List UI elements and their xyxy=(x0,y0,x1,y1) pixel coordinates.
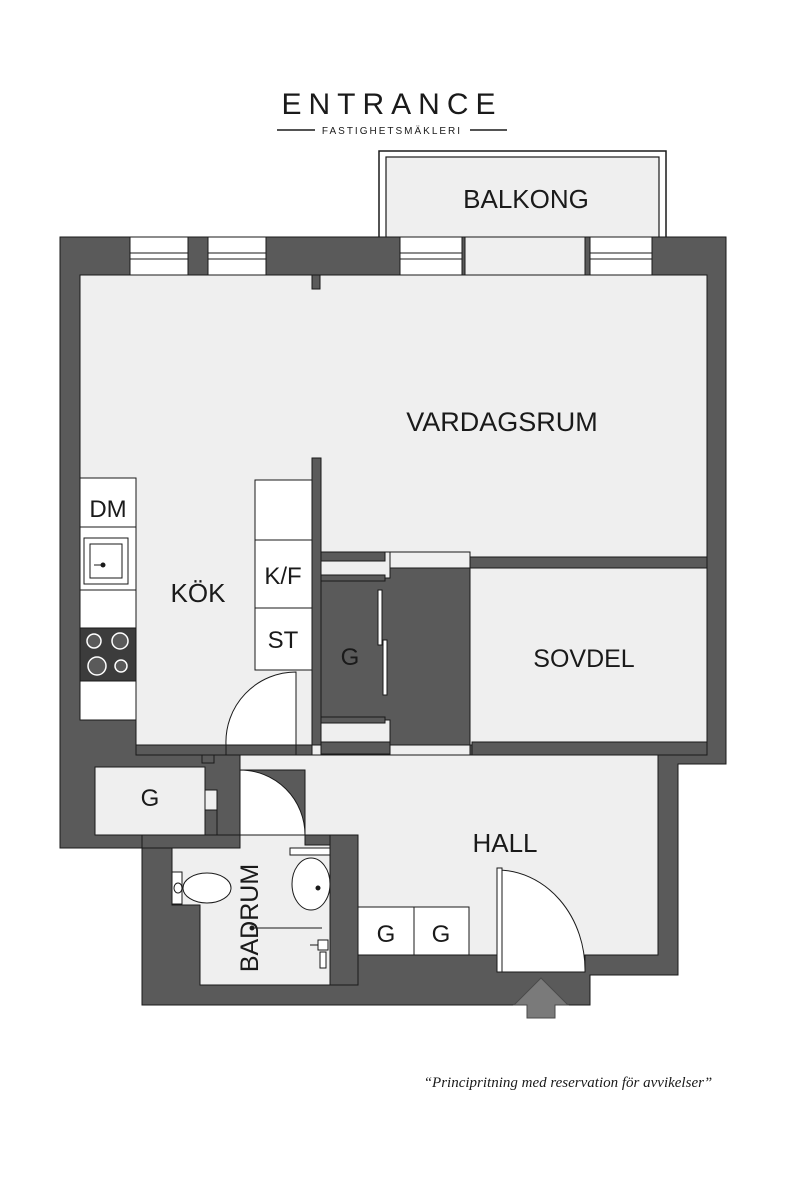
doors xyxy=(225,671,586,973)
window-4 xyxy=(589,236,653,276)
label-storage-left: G xyxy=(141,785,160,812)
toilet-icon xyxy=(171,871,232,905)
bathroom-fixtures xyxy=(171,847,331,969)
label-wardrobe: G xyxy=(341,644,360,671)
room-labels: BALKONG VARDAGSRUM KÖK SOVDEL HALL BADRU… xyxy=(89,184,634,972)
balcony xyxy=(378,150,667,240)
label-cabinet: ST xyxy=(268,627,299,654)
wall-wardrobe-top xyxy=(320,551,386,562)
wall-kitchen-bottom-right xyxy=(295,744,313,756)
label-hall-closet-1: G xyxy=(377,921,396,948)
wall-bath-left-wing xyxy=(141,834,241,849)
window-1 xyxy=(129,236,189,276)
washbasin-icon xyxy=(289,847,331,911)
entrance-arrow-icon xyxy=(512,977,570,1019)
label-fridge-freezer: K/F xyxy=(264,563,301,590)
wall-bedroom-bottom xyxy=(471,741,708,756)
label-bathroom: BADRUM xyxy=(236,864,264,972)
window-3 xyxy=(399,236,463,276)
wall-kitchen-bottom-mid xyxy=(201,754,215,764)
label-bedroom: SOVDEL xyxy=(533,645,635,673)
wall-kitchen-corridor xyxy=(311,457,322,746)
label-hall-closet-2: G xyxy=(432,921,451,948)
brand-logo: ENTRANCE FASTIGHETSMÄKLERI xyxy=(277,88,507,137)
shower-tap-icon xyxy=(310,939,329,969)
wall-bedroom-top xyxy=(469,556,708,569)
hall-closets xyxy=(357,906,470,956)
disclaimer: “Principritning med reservation för avvi… xyxy=(424,1075,713,1091)
label-living-room: VARDAGSRUM xyxy=(406,407,598,437)
wall-stub-top xyxy=(311,274,321,290)
brand-tagline: FASTIGHETSMÄKLERI xyxy=(322,125,462,137)
wall-storage-right xyxy=(204,809,218,836)
door-entrance xyxy=(496,869,586,973)
brand-name: ENTRANCE xyxy=(281,88,502,121)
wall-bath-right xyxy=(329,834,359,986)
wall-wardrobe-bottom2 xyxy=(320,741,391,755)
label-dishwasher: DM xyxy=(89,496,126,523)
label-balcony: BALKONG xyxy=(463,184,589,214)
door-kitchen xyxy=(225,671,297,746)
wardrobe-doors xyxy=(377,589,388,696)
floor-balcony-opening xyxy=(464,236,586,276)
label-hall: HALL xyxy=(472,828,537,858)
wall-kitchen-bottom-left xyxy=(135,744,227,756)
wall-wardrobe-top2 xyxy=(320,574,386,582)
kitchen-fixtures xyxy=(79,477,313,721)
wall-wardrobe-bottom xyxy=(320,716,386,724)
tall-cabinets xyxy=(254,479,313,671)
window-2 xyxy=(207,236,267,276)
floor-storage-left xyxy=(94,766,206,836)
label-kitchen: KÖK xyxy=(171,578,227,608)
windows xyxy=(129,236,653,276)
door-bathroom xyxy=(239,769,306,836)
